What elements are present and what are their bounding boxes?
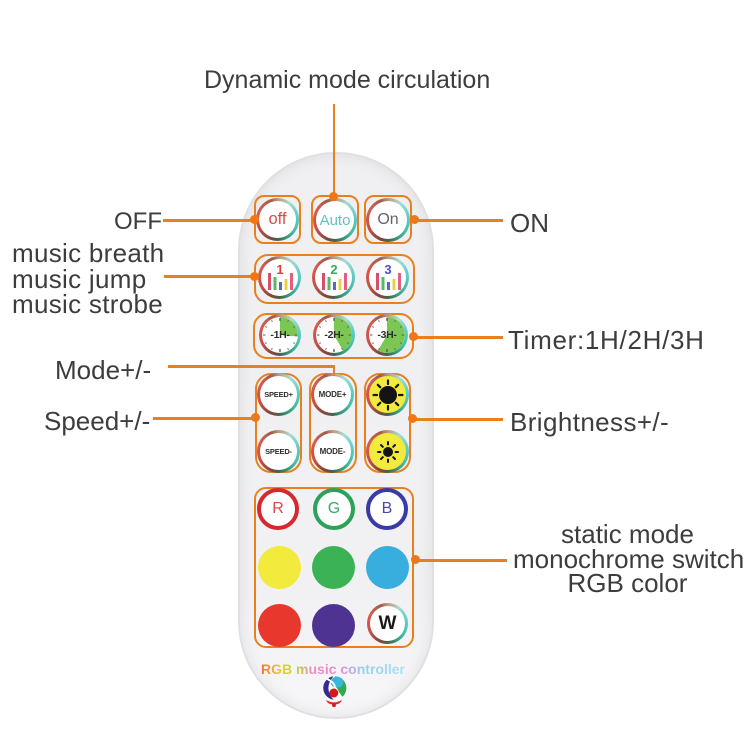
svg-text:2: 2 <box>330 263 337 277</box>
svg-text:3: 3 <box>384 263 391 277</box>
svg-text:1: 1 <box>276 263 283 277</box>
